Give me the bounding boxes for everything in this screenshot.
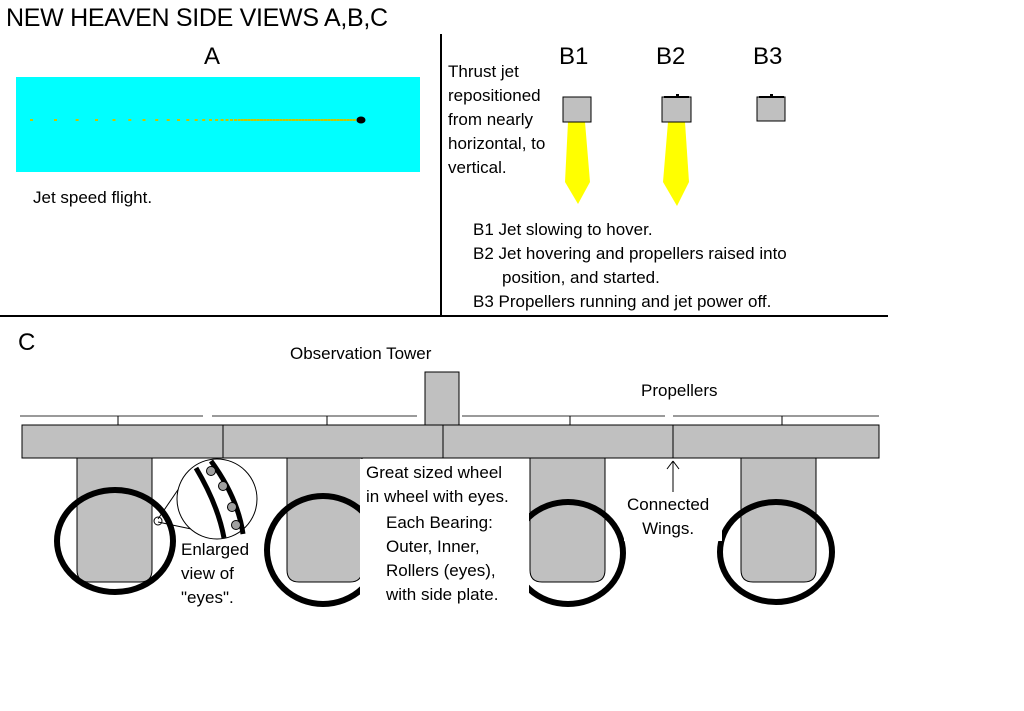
page-title: NEW HEAVEN SIDE VIEWS A,B,C	[6, 4, 388, 32]
trail-dot	[304, 119, 308, 121]
trail-dot	[225, 119, 229, 121]
trail-dot	[95, 119, 98, 121]
jet-body-b3	[756, 96, 786, 122]
jet-craft	[356, 116, 366, 124]
trail-dot	[288, 119, 292, 121]
trail-dot	[155, 119, 159, 121]
trail-dot	[269, 119, 273, 121]
eyes-detail-spot	[153, 516, 163, 526]
trail-dot	[340, 119, 343, 121]
enlarged-eyes-circle	[176, 458, 258, 540]
trail-dot	[292, 119, 295, 121]
trail-dot	[333, 119, 337, 121]
trail-dot	[314, 119, 318, 121]
trail-dot	[301, 119, 305, 121]
trail-dot	[260, 119, 263, 121]
trail-dot	[230, 119, 233, 121]
note-b3: B3 Propellers running and jet power off.	[473, 292, 772, 311]
trail-dot	[253, 119, 257, 121]
enlarged-eyes-bearing	[193, 459, 246, 539]
panel-a-caption: Jet speed flight.	[33, 188, 153, 207]
jet-flame-b1	[565, 122, 590, 204]
trail-dot	[336, 119, 340, 121]
jet-b2	[661, 94, 692, 206]
trail-dot	[215, 119, 219, 121]
wheel-1	[54, 487, 176, 595]
jet-b3	[756, 94, 786, 122]
trail-dot	[349, 119, 353, 121]
trail-dot	[112, 119, 116, 121]
panel-c-label: C	[18, 329, 36, 356]
panel-a-label: A	[204, 43, 221, 70]
trail-dot	[343, 119, 347, 121]
connected-wings-label: Connected Wings.	[627, 495, 710, 538]
wheel-legs	[76, 457, 817, 583]
jet-body-b1	[562, 96, 592, 123]
note-b1: B1 Jet slowing to hover.	[473, 220, 653, 239]
trail-dot	[177, 119, 180, 121]
trail-dot	[324, 119, 327, 121]
connected-wings-box	[624, 493, 722, 541]
trail-dot	[54, 119, 57, 121]
trail-dot	[234, 119, 237, 121]
great-wheel-label: Great sized wheel in wheel with eyes.	[366, 463, 509, 506]
trail-dot	[295, 119, 299, 121]
trail-dot	[276, 119, 279, 121]
jet-body-b2	[661, 96, 692, 123]
observation-tower-label: Observation Tower	[290, 344, 432, 363]
trail-dot	[327, 119, 331, 121]
trail-dot	[352, 119, 356, 121]
trail-dot	[244, 119, 247, 121]
trail-dot	[237, 119, 241, 121]
trail-dot	[166, 119, 170, 121]
observation-tower	[424, 371, 460, 426]
propellers-label: Propellers	[641, 381, 718, 400]
trail-dot	[30, 119, 33, 121]
trail-dot	[272, 119, 276, 121]
wheel-4	[717, 499, 835, 605]
trail-dot	[266, 119, 270, 121]
label-b3: B3	[753, 43, 783, 70]
jet-trail	[30, 119, 356, 121]
trail-dot	[128, 119, 132, 121]
enlarged-eyes-label: Enlarged view of "eyes".	[181, 540, 250, 607]
trail-dot	[279, 119, 283, 121]
bearing-label: Each Bearing: Outer, Inner, Rollers (eye…	[386, 513, 499, 604]
trail-dot	[142, 119, 146, 121]
note-b2-cont: position, and started.	[502, 268, 660, 287]
jet-flame-b2	[663, 122, 689, 206]
label-b2: B2	[656, 43, 686, 70]
trail-dot	[298, 119, 302, 121]
trail-dot	[75, 119, 79, 121]
trail-dot	[285, 119, 289, 121]
trail-dot	[330, 119, 334, 121]
trail-dot	[311, 119, 315, 121]
trail-dot	[263, 119, 267, 121]
trail-dot	[320, 119, 324, 121]
jet-b1	[562, 96, 592, 204]
trail-dot	[256, 119, 260, 121]
trail-dot	[308, 119, 311, 121]
sky-panel	[16, 77, 420, 172]
label-b1: B1	[559, 43, 589, 70]
trail-dot	[282, 119, 286, 121]
wing-beam	[21, 424, 880, 459]
trail-dot	[346, 119, 350, 121]
note-b2: B2 Jet hovering and propellers raised in…	[473, 244, 787, 263]
trail-dot	[220, 119, 224, 121]
trail-dot	[317, 119, 321, 121]
trail-dot	[209, 119, 212, 121]
trail-dot	[247, 119, 251, 121]
trail-dot	[202, 119, 206, 121]
panel-b-intro: Thrust jet repositioned from nearly hori…	[448, 62, 546, 177]
wheel-text-box	[360, 459, 529, 607]
connected-wings-arrow	[666, 460, 680, 492]
trail-dot	[250, 119, 254, 121]
trail-dot	[240, 119, 244, 121]
trail-dot	[194, 119, 198, 121]
trail-dot	[186, 119, 190, 121]
